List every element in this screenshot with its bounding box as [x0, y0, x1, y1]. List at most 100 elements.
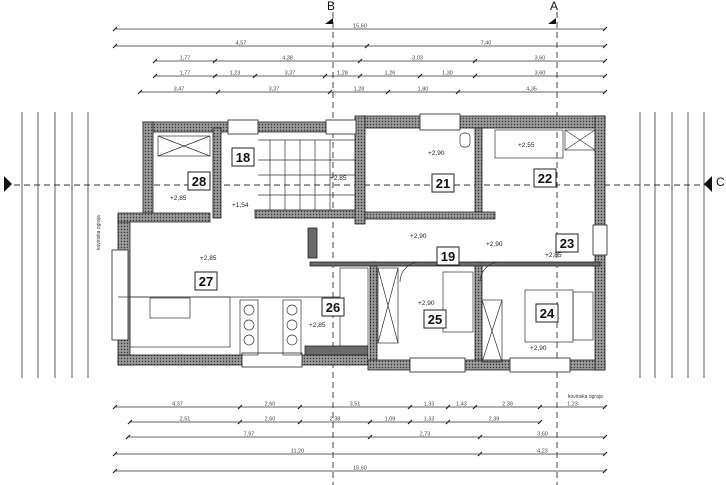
svg-text:+2,85: +2,85	[200, 255, 217, 262]
dimension-label: 1,28	[337, 71, 348, 77]
dimension-tick	[237, 419, 243, 425]
dimension-tick	[297, 419, 303, 425]
svg-text:+2,90: +2,90	[486, 241, 503, 248]
dimension-tick	[445, 404, 451, 410]
svg-text:23: 23	[560, 236, 574, 251]
section-arrow-c-left	[4, 176, 12, 192]
room-23: 23+2,85	[545, 233, 579, 259]
dimension-tick	[602, 451, 608, 457]
dimension-label: 4,23	[537, 449, 548, 455]
dimension-tick	[357, 73, 363, 79]
dimension-label: 3,60	[535, 56, 546, 62]
dimension-tick	[602, 434, 608, 440]
dimension-tick	[252, 73, 258, 79]
svg-text:+2,55: +2,55	[518, 142, 535, 149]
dimension-tick	[137, 89, 143, 95]
dimension-label: 4,37	[172, 402, 183, 408]
dimension-label: 2,38	[330, 417, 341, 423]
svg-text:28: 28	[192, 174, 206, 189]
dimension-label: 3,60	[535, 71, 546, 77]
svg-text:+2,90: +2,90	[418, 300, 435, 307]
dimension-label: 4,38	[282, 56, 293, 62]
dimension-label: 1,33	[424, 417, 435, 423]
dimension-label: 11,20	[291, 449, 304, 455]
svg-text:+2,85: +2,85	[545, 252, 562, 259]
dimension-tick	[537, 419, 543, 425]
dimension-tick	[152, 58, 158, 64]
dimension-tick	[477, 451, 483, 457]
walls	[111, 113, 608, 373]
dimension-tick	[357, 58, 363, 64]
dimension-tick	[602, 26, 608, 32]
dimension-label: 1,33	[424, 402, 435, 408]
dimension-tick	[112, 404, 118, 410]
room-25: 25+2,90	[418, 300, 447, 329]
dimension-tick	[472, 58, 478, 64]
room-19: 19+2,90	[436, 241, 503, 266]
section-arrow-a	[548, 18, 556, 24]
dimension-tick	[127, 419, 133, 425]
dimension-tick	[602, 89, 608, 95]
dimension-tick	[212, 58, 218, 64]
svg-text:+2,90: +2,90	[428, 150, 445, 157]
dimension-tick	[212, 73, 218, 79]
dimension-tick	[112, 468, 118, 474]
dimension-tick	[477, 434, 483, 440]
svg-text:22: 22	[538, 171, 552, 186]
dimension-label: 3,03	[412, 56, 423, 62]
dimension-tick	[297, 404, 303, 410]
section-marker-a: A	[550, 0, 558, 13]
dimension-label: 7,40	[481, 41, 492, 47]
svg-text:21: 21	[436, 176, 450, 191]
dimension-label: 1,23	[567, 402, 578, 408]
svg-text:24: 24	[540, 306, 555, 321]
dimension-tick	[152, 73, 158, 79]
svg-text:26: 26	[326, 300, 340, 315]
dimension-label: 1,77	[180, 56, 191, 62]
dimension-label: 3,37	[269, 87, 280, 93]
room-18: 18+1,54	[231, 147, 255, 209]
dimension-tick	[237, 404, 243, 410]
dimension-tick	[112, 451, 118, 457]
level-stair-landing: +2,85	[330, 175, 347, 182]
dimension-tick	[112, 43, 118, 49]
dimension-tick	[367, 419, 373, 425]
dimension-label: 1,23	[230, 71, 241, 77]
dimension-tick	[367, 434, 373, 440]
room-26: 26+2,85	[309, 297, 345, 329]
dimension-tick	[407, 404, 413, 410]
section-arrow-c-right	[704, 176, 712, 192]
dimension-label: 2,73	[420, 432, 431, 438]
dimension-tick	[364, 43, 370, 49]
dimension-label: 2,60	[265, 402, 276, 408]
dimension-tick	[455, 89, 461, 95]
dimension-tick	[602, 468, 608, 474]
dimension-label: 2,39	[502, 402, 513, 408]
room-27: 27+2,85	[194, 255, 218, 291]
furniture	[118, 129, 596, 363]
dimension-label: 2,39	[489, 417, 500, 423]
room-24: 24+2,90	[530, 303, 559, 352]
level-hall: +2,90	[410, 233, 427, 240]
dimension-label: 3,37	[285, 71, 296, 77]
dimension-tick	[602, 73, 608, 79]
room-22: 22 +2,55	[518, 142, 557, 188]
dimension-label: 3,47	[174, 87, 185, 93]
dimension-label: 3,60	[537, 432, 548, 438]
dimension-label: 7,97	[244, 432, 255, 438]
dimension-label: 4,57	[236, 41, 247, 47]
dimension-label: 1,28	[354, 87, 365, 93]
room-21: 21 +2,90	[428, 150, 455, 193]
dimension-label: 2,51	[180, 417, 191, 423]
dimension-label: 1,26	[385, 71, 396, 77]
section-marker-b: B	[327, 0, 335, 13]
dimension-label: 4,35	[526, 87, 537, 93]
dimension-tick	[602, 404, 608, 410]
dimension-tick	[417, 73, 423, 79]
dimension-tick	[602, 43, 608, 49]
svg-text:+2,85: +2,85	[309, 322, 326, 329]
dimension-label: 15,60	[353, 466, 367, 472]
dimension-tick	[215, 89, 221, 95]
